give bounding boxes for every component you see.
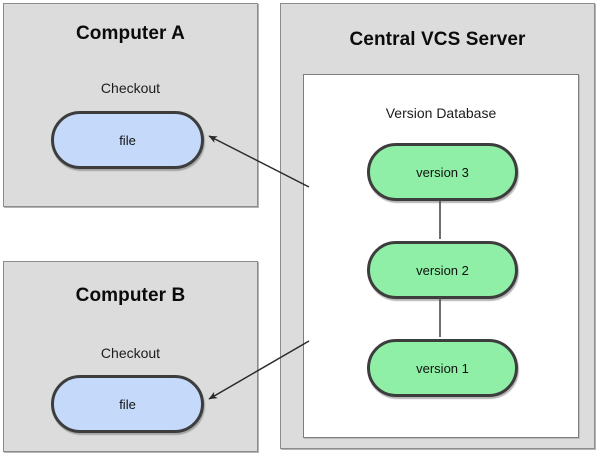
version-node-2-label: version 2 <box>416 262 469 278</box>
computer-b-checkout-label: Checkout <box>100 345 161 361</box>
computer-b-panel: Computer B Checkout file <box>3 261 258 452</box>
central-vcs-server-panel: Central VCS Server Version Database vers… <box>280 3 595 449</box>
computer-b-file-label: file <box>119 396 136 412</box>
version-node-3[interactable]: version 3 <box>367 143 518 201</box>
version-database-label: Version Database <box>385 105 497 121</box>
version-node-1[interactable]: version 1 <box>367 339 518 397</box>
computer-a-panel: Computer A Checkout file <box>3 3 258 207</box>
computer-a-title: Computer A <box>75 23 186 44</box>
computer-b-file-node[interactable]: file <box>51 375 204 433</box>
computer-b-title: Computer B <box>75 285 186 306</box>
version-database-box: Version Database version 3 version 2 ver… <box>303 74 579 438</box>
version-node-3-label: version 3 <box>416 164 469 180</box>
computer-a-file-label: file <box>119 132 136 148</box>
version-node-1-label: version 1 <box>416 360 469 376</box>
computer-a-checkout-label: Checkout <box>100 80 161 96</box>
central-vcs-server-title: Central VCS Server <box>349 29 526 50</box>
version-node-2[interactable]: version 2 <box>367 241 518 299</box>
computer-a-file-node[interactable]: file <box>51 111 204 169</box>
